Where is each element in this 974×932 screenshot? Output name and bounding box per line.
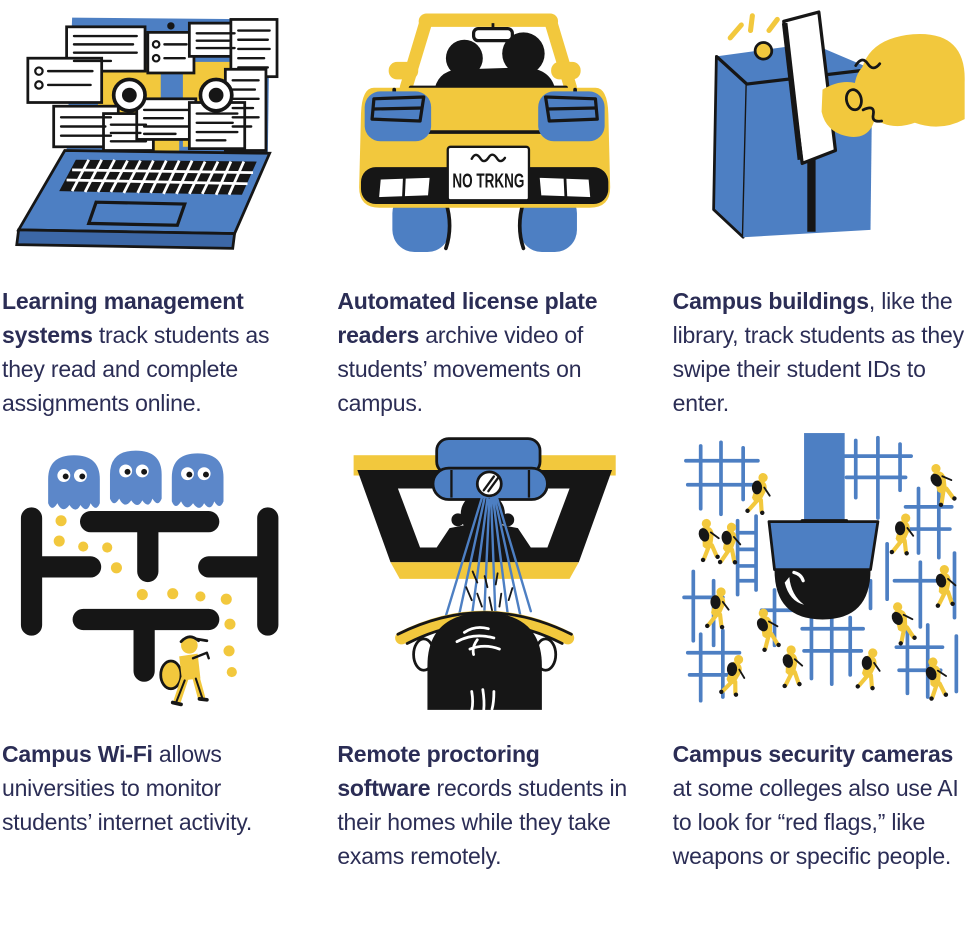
caption-lead: Campus buildings — [672, 288, 869, 314]
caption-lead: Campus security cameras — [672, 741, 954, 767]
caption-rest: archive video of students’ movements on … — [337, 322, 584, 416]
panel-campus-wifi: Campus Wi-Fi allows universities to moni… — [2, 420, 297, 873]
caption-lead: Automated license plate readers — [337, 288, 598, 348]
card-swipe-illustration — [673, 0, 968, 265]
ghost-icons — [48, 450, 224, 510]
caption-security-cameras: Campus security cameras at some colleges… — [673, 737, 968, 873]
caption-campus-wifi: Campus Wi-Fi allows universities to moni… — [2, 737, 297, 839]
panel-grid: Learning management systems track studen… — [2, 0, 968, 873]
security-camera-icon — [681, 433, 968, 723]
security-camera-illustration — [673, 420, 968, 723]
car-illustration: NO TRKNG — [337, 0, 632, 265]
grid-lines — [681, 435, 958, 703]
card-reader-icon — [711, 10, 965, 239]
eyeball-icon — [111, 77, 234, 113]
caption-campus-buildings: Campus buildings, like the library, trac… — [673, 284, 968, 420]
laptop-icon — [15, 17, 279, 250]
license-plate-text: NO TRKNG — [453, 170, 525, 192]
caption-rest: , like the library, track students as th… — [672, 288, 964, 416]
pellet-dots — [53, 515, 237, 678]
caption-rest: track students as they read and complete… — [2, 322, 270, 416]
panel-license-plate: NO TRKNG Automated license plate readers… — [337, 0, 632, 420]
panel-security-cameras: Campus security cameras at some colleges… — [673, 420, 968, 873]
caption-rest: allows universities to monitor students’… — [2, 741, 253, 835]
caption-lead: Remote proctoring software — [337, 741, 540, 801]
panel-lms: Learning management systems track studen… — [2, 0, 297, 420]
maze-walls — [20, 507, 279, 682]
student-walker-icon — [159, 635, 210, 707]
car-icon: NO TRKNG — [359, 13, 611, 253]
webcam-scan-illustration — [337, 420, 632, 723]
license-plate: NO TRKNG — [446, 145, 531, 202]
occupant-silhouettes — [435, 32, 556, 88]
webcam-icon — [431, 437, 550, 501]
dome-camera-icon — [767, 433, 879, 620]
pacman-maze-illustration — [2, 420, 297, 723]
panel-remote-proctoring: Remote proctoring software records stude… — [337, 420, 632, 873]
student-head-icon — [412, 612, 558, 712]
id-card — [781, 10, 837, 166]
panel-campus-buildings: Campus buildings, like the library, trac… — [673, 0, 968, 420]
tail-lights — [370, 95, 600, 123]
caption-rest: records students in their homes while th… — [337, 775, 628, 869]
caption-rest: at some colleges also use AI to look for… — [672, 775, 959, 869]
laptop-popups-illustration — [2, 0, 297, 265]
caption-lead: Learning management systems — [2, 288, 244, 348]
caption-lead: Campus Wi-Fi — [2, 741, 153, 767]
hand-icon — [821, 33, 965, 137]
caption-remote-proctoring: Remote proctoring software records stude… — [337, 737, 632, 873]
caption-license-plate: Automated license plate readers archive … — [337, 284, 632, 420]
scan-rays — [445, 495, 533, 628]
caption-lms: Learning management systems track studen… — [2, 284, 297, 420]
maze-icon — [20, 450, 279, 707]
proctoring-icon — [353, 437, 617, 712]
